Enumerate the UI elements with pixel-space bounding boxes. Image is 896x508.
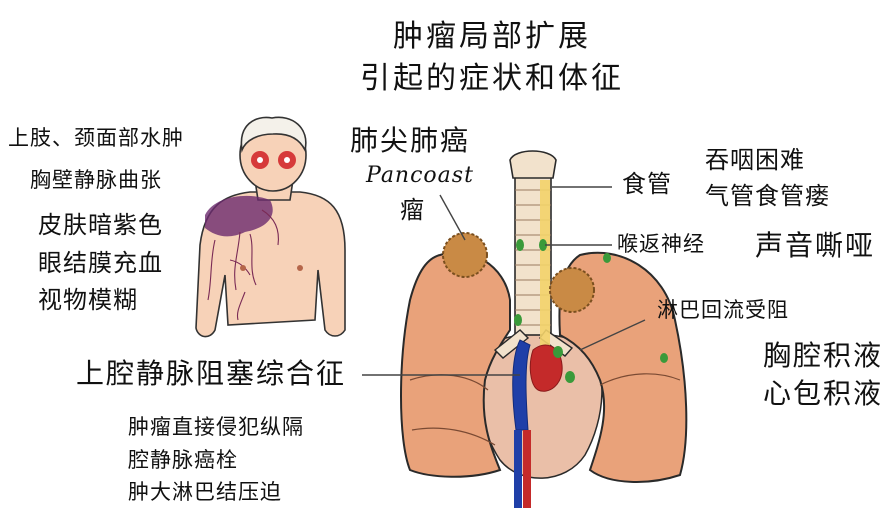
svc-syndrome-label: 上腔静脉阻塞综合征 xyxy=(76,357,347,390)
symptom-blurred-vision: 视物模糊 xyxy=(38,286,138,314)
cause-lymph-compression: 肿大淋巴结压迫 xyxy=(128,480,282,504)
patient-hair xyxy=(240,116,307,153)
esophagus-label: 食管 xyxy=(622,170,672,198)
pancoast-label-suffix: 瘤 xyxy=(400,196,425,224)
pericardial-effusion-label: 心包积液 xyxy=(763,377,884,410)
cause-direct-invasion: 肿瘤直接侵犯纵隔 xyxy=(128,415,304,439)
tracheoesophageal-fistula-label: 气管食管瘘 xyxy=(705,182,830,210)
red-eyes xyxy=(251,151,296,169)
hoarseness-label: 声音嘶哑 xyxy=(755,229,876,262)
lymph-obstruction-label: 淋巴回流受阻 xyxy=(657,298,789,322)
descending-vessels-red xyxy=(523,430,531,508)
nipple-left xyxy=(240,265,246,271)
esophagus-tube xyxy=(540,180,550,350)
pancoast-label-en: Pancoast xyxy=(366,163,474,188)
lung-left xyxy=(400,251,511,478)
leader-lines xyxy=(362,186,646,376)
symptom-dark-purple-skin: 皮肤暗紫色 xyxy=(38,211,163,239)
pleural-effusion-label: 胸腔积液 xyxy=(763,339,884,372)
dysphagia-label: 吞咽困难 xyxy=(705,146,805,174)
symptom-chest-varices: 胸壁静脉曲张 xyxy=(30,168,162,192)
pancoast-label-cn: 肺尖肺癌 xyxy=(350,124,471,157)
cause-tumor-thrombus: 腔静脉癌栓 xyxy=(128,448,238,472)
lymph-nodes xyxy=(514,239,668,383)
nipple-right xyxy=(297,265,303,271)
bruise-patch xyxy=(205,195,273,237)
lung-right xyxy=(558,251,688,483)
recurrent-laryngeal-nerve-label: 喉返神经 xyxy=(617,232,705,256)
tumors xyxy=(442,232,595,313)
symptom-conjunctival-congestion: 眼结膜充血 xyxy=(38,249,163,277)
aorta xyxy=(529,344,563,392)
symptom-edema: 上肢、颈面部水肿 xyxy=(8,126,184,150)
chest-veins xyxy=(207,209,279,321)
larynx xyxy=(509,150,557,179)
descending-vessels-blue xyxy=(514,430,522,508)
title-line-1: 肿瘤局部扩展 xyxy=(393,19,591,54)
title-line-2: 引起的症状和体征 xyxy=(360,61,624,96)
